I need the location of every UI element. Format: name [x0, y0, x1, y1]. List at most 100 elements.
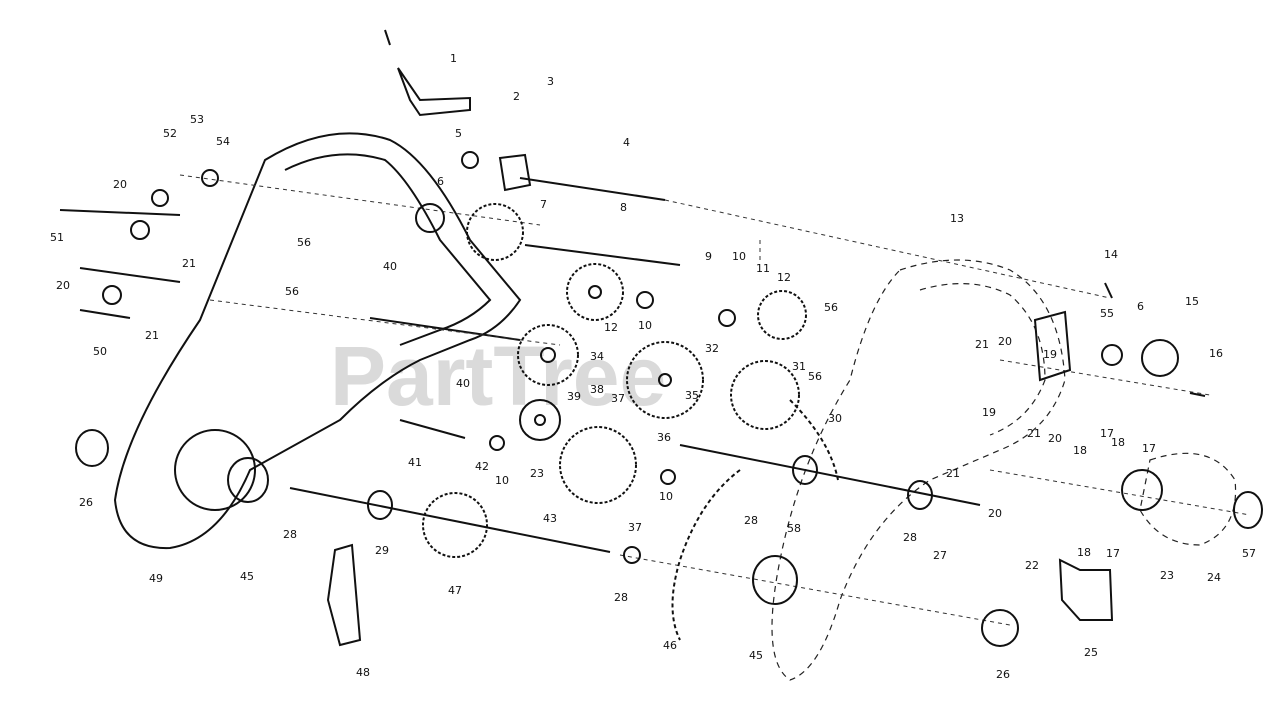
- gear-hub: [540, 347, 556, 363]
- callout-10: 10: [659, 490, 673, 503]
- callout-20: 20: [56, 279, 70, 292]
- callout-42: 42: [475, 460, 489, 473]
- watermark: PartTree: [330, 329, 666, 423]
- gear-34: [517, 324, 579, 386]
- seal-26-right: [981, 609, 1019, 647]
- callout-55: 55: [1100, 307, 1114, 320]
- guide-line: [209, 299, 561, 346]
- washer-23: [519, 399, 561, 441]
- callout-6: 6: [1137, 300, 1144, 313]
- callout-18: 18: [1077, 546, 1091, 559]
- callout-52: 52: [163, 127, 177, 140]
- washer-hole: [534, 414, 546, 426]
- callout-21: 21: [1027, 427, 1041, 440]
- callout-38: 38: [590, 383, 604, 396]
- seal-26-left: [75, 429, 109, 467]
- bearing-23: [1121, 469, 1163, 511]
- callout-24: 24: [1207, 571, 1221, 584]
- callout-45: 45: [749, 649, 763, 662]
- callout-20: 20: [1048, 432, 1062, 445]
- sprocket-47: [422, 492, 488, 558]
- callout-51: 51: [50, 231, 64, 244]
- callout-31: 31: [792, 360, 806, 373]
- long-bolt-51-shaft: [59, 209, 181, 216]
- left-housing-inner-rib: [284, 153, 492, 346]
- callout-35: 35: [685, 389, 699, 402]
- callout-3: 3: [547, 75, 554, 88]
- callout-58: 58: [787, 522, 801, 535]
- shaft-4: [519, 177, 666, 201]
- callout-9: 9: [705, 250, 712, 263]
- callout-10: 10: [732, 250, 746, 263]
- callout-10: 10: [495, 474, 509, 487]
- callout-17: 17: [1142, 442, 1156, 455]
- callout-37: 37: [628, 521, 642, 534]
- callout-21: 21: [975, 338, 989, 351]
- callout-40: 40: [383, 260, 397, 273]
- callout-17: 17: [1106, 547, 1120, 560]
- callout-37: 37: [611, 392, 625, 405]
- callout-18: 18: [1073, 444, 1087, 457]
- callout-56: 56: [808, 370, 822, 383]
- washer-28: [623, 546, 641, 564]
- callout-20: 20: [988, 507, 1002, 520]
- guide-line: [999, 359, 1211, 396]
- callout-28: 28: [744, 514, 758, 527]
- callout-1: 1: [450, 52, 457, 65]
- callout-12: 12: [604, 321, 618, 334]
- callout-19: 19: [1043, 348, 1057, 361]
- pin-14: [1104, 282, 1113, 299]
- callout-8: 8: [620, 201, 627, 214]
- callout-13: 13: [950, 212, 964, 225]
- callout-46: 46: [663, 639, 677, 652]
- callout-49: 49: [149, 572, 163, 585]
- callout-48: 48: [356, 666, 370, 679]
- callout-20: 20: [113, 178, 127, 191]
- callout-39: 39: [567, 390, 581, 403]
- bolt-shaft: [79, 267, 181, 283]
- pin-top: [384, 29, 391, 46]
- pin-41: [399, 419, 466, 439]
- washer-54: [201, 169, 219, 187]
- callout-4: 4: [623, 136, 630, 149]
- callout-21: 21: [182, 257, 196, 270]
- guide-line: [179, 174, 541, 226]
- callout-56: 56: [824, 301, 838, 314]
- callout-26: 26: [996, 668, 1010, 681]
- callout-47: 47: [448, 584, 462, 597]
- callout-22: 22: [1025, 559, 1039, 572]
- gear-35: [626, 341, 704, 419]
- bracket-48: [326, 543, 362, 647]
- callout-21: 21: [145, 329, 159, 342]
- gear-7: [466, 203, 524, 261]
- callout-28: 28: [283, 528, 297, 541]
- callout-20: 20: [998, 335, 1012, 348]
- left-housing-outline: [113, 132, 522, 550]
- callout-28: 28: [903, 531, 917, 544]
- housing-boss: [174, 429, 256, 511]
- guide-line: [619, 554, 1011, 626]
- bolt-50-shaft: [79, 309, 131, 319]
- shaft-8: [524, 244, 681, 266]
- spacer-28: [907, 480, 933, 510]
- callout-17: 17: [1100, 427, 1114, 440]
- pin-16: [1189, 392, 1206, 397]
- callout-11: 11: [756, 262, 770, 275]
- flange-15: [1141, 339, 1179, 377]
- gear-hub: [588, 285, 602, 299]
- callout-27: 27: [933, 549, 947, 562]
- callout-30: 30: [828, 412, 842, 425]
- right-housing-outline: [771, 259, 1066, 681]
- bearing-45-left: [227, 457, 269, 503]
- callout-56: 56: [297, 236, 311, 249]
- washer-10: [660, 469, 676, 485]
- lever-1: [397, 67, 471, 117]
- nut-20: [130, 220, 150, 240]
- callout-53: 53: [190, 113, 204, 126]
- spacer-58: [792, 455, 818, 485]
- callout-36: 36: [657, 431, 671, 444]
- callout-26: 26: [79, 496, 93, 509]
- plate-55: [1033, 310, 1072, 382]
